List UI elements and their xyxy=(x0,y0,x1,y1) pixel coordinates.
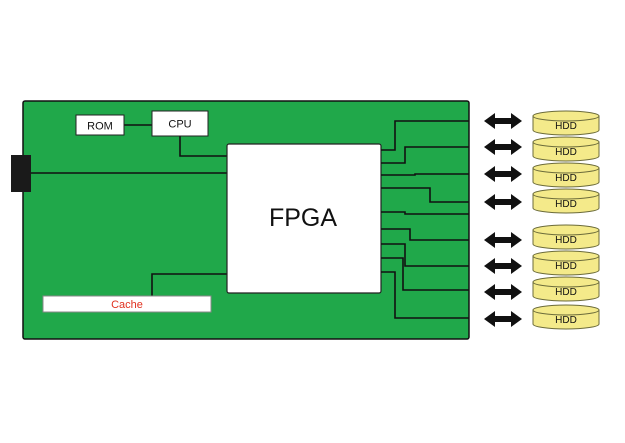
arrow-column xyxy=(484,113,522,327)
double-arrow-icon xyxy=(484,311,522,327)
fpga-trace-3 xyxy=(381,173,469,176)
hdd-disk-icon: HDD xyxy=(532,250,600,276)
fpga-trace-5 xyxy=(381,211,469,215)
cache-module xyxy=(42,295,212,313)
hdd-column: HDD HDD HDD HDD HDD HDD HDD HDD xyxy=(532,110,600,330)
hdd-disk-icon: HDD xyxy=(532,276,600,302)
cpu-label: CPU xyxy=(168,119,191,131)
hdd-label: HDD xyxy=(555,173,577,184)
hdd-disk-icon: HDD xyxy=(532,224,600,250)
hdd-disk-icon: HDD xyxy=(532,136,600,162)
fpga-chip xyxy=(226,143,382,294)
hdd-label: HDD xyxy=(555,235,577,246)
rom-label: ROM xyxy=(87,121,113,133)
cache-fpga-trace xyxy=(151,273,227,296)
fpga-trace-8 xyxy=(381,257,469,291)
double-arrow-icon xyxy=(484,113,522,129)
port-connector-icon xyxy=(11,155,31,192)
fpga-trace-6 xyxy=(381,228,469,241)
cache-label: Cache xyxy=(111,299,143,311)
cpu-chip xyxy=(151,110,209,137)
double-arrow-icon xyxy=(484,232,522,248)
hdd-label: HDD xyxy=(555,287,577,298)
double-arrow-icon xyxy=(484,166,522,182)
fpga-trace-9 xyxy=(381,271,469,319)
hdd-disk-icon: HDD xyxy=(532,188,600,214)
hdd-label: HDD xyxy=(555,199,577,210)
fpga-edge-traces xyxy=(381,120,469,319)
hdd-disk-icon: HDD xyxy=(532,162,600,188)
fpga-trace-4 xyxy=(381,187,469,203)
rom-chip xyxy=(75,114,125,136)
hdd-label: HDD xyxy=(555,121,577,132)
cpu-fpga-trace xyxy=(179,135,227,157)
hdd-label: HDD xyxy=(555,261,577,272)
fpga-label: FPGA xyxy=(269,204,337,232)
double-arrow-icon xyxy=(484,139,522,155)
hdd-label: HDD xyxy=(555,147,577,158)
hdd-label: HDD xyxy=(555,315,577,326)
fpga-trace-7 xyxy=(381,243,469,267)
fpga-trace-2 xyxy=(381,146,469,164)
double-arrow-icon xyxy=(484,194,522,210)
fpga-trace-1 xyxy=(381,120,469,151)
hdd-disk-icon: HDD xyxy=(532,110,600,136)
hdd-disk-icon: HDD xyxy=(532,304,600,330)
double-arrow-icon xyxy=(484,258,522,274)
double-arrow-icon xyxy=(484,284,522,300)
